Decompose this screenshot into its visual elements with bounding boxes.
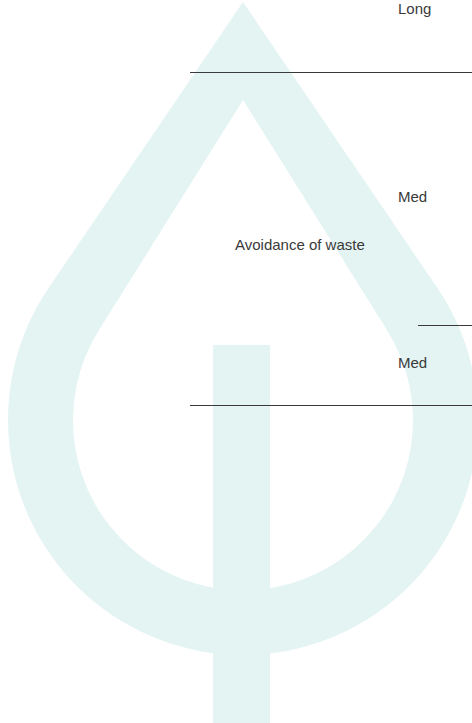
section-label: Long	[398, 0, 431, 18]
divider-line	[190, 72, 472, 73]
divider-line	[190, 405, 472, 406]
drop-stem	[213, 345, 270, 723]
divider-line	[418, 325, 472, 326]
section-label: Med	[398, 354, 427, 372]
section-label: Med	[398, 188, 427, 206]
section-label: Avoidance of waste	[235, 236, 365, 254]
